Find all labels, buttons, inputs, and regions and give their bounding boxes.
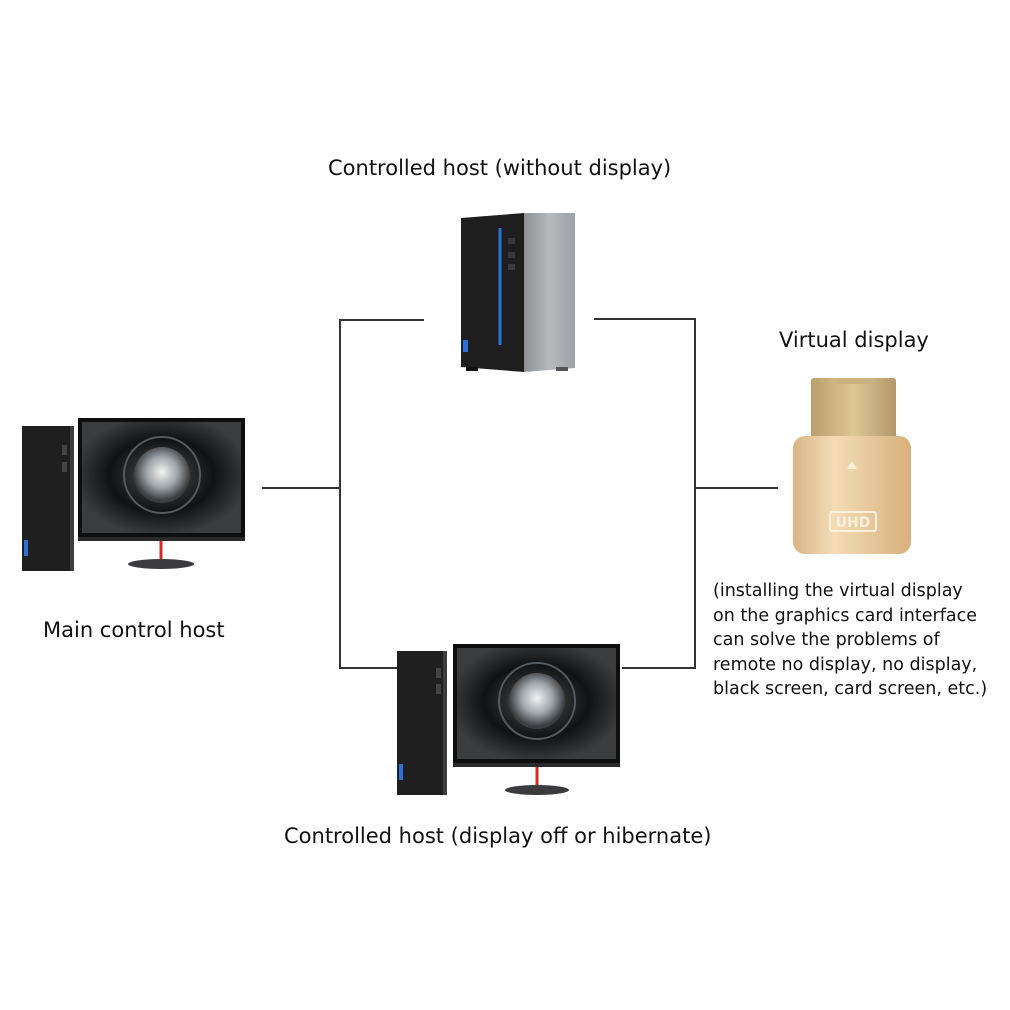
main-control-host-label: Main control host bbox=[43, 618, 225, 642]
hdmi-dummy-plug-icon: UHD bbox=[793, 378, 911, 554]
line-to-top-host-left bbox=[339, 319, 424, 669]
tower-power-led bbox=[463, 340, 468, 352]
note-line: black screen, card screen, etc.) bbox=[713, 679, 988, 699]
plug-connector-ridge bbox=[836, 378, 870, 384]
main-monitor-base bbox=[128, 559, 194, 569]
note-line: remote no display, no display, bbox=[713, 654, 978, 675]
bottom-host-led bbox=[399, 764, 403, 780]
tower-front-port bbox=[508, 264, 515, 270]
controlled-host-no-display-label: Controlled host (without display) bbox=[328, 156, 672, 180]
bottom-host-port bbox=[436, 684, 441, 694]
bottom-host-port bbox=[436, 668, 441, 678]
bottom-monitor-lens bbox=[498, 662, 576, 740]
main-host-tower-edge bbox=[70, 426, 74, 571]
virtual-display-note: (installing the virtual display on the g… bbox=[713, 579, 987, 702]
main-host-led bbox=[24, 540, 28, 556]
plug-body bbox=[793, 436, 911, 554]
bottom-host-tower-edge bbox=[443, 651, 447, 795]
main-control-host bbox=[22, 418, 245, 571]
plug-arrow bbox=[847, 461, 857, 469]
connection-lines bbox=[262, 318, 778, 669]
note-line: (installing the virtual display bbox=[713, 581, 963, 601]
plug-badge bbox=[829, 511, 877, 532]
main-monitor-lens bbox=[134, 447, 190, 503]
tower-front-port bbox=[508, 252, 515, 258]
controlled-host-tower bbox=[461, 213, 575, 372]
plug-badge-text: UHD bbox=[836, 515, 871, 531]
tower-front-port bbox=[508, 238, 515, 244]
bottom-monitor-chin bbox=[453, 763, 620, 767]
controlled-host-hibernate bbox=[397, 644, 620, 795]
plug-connector-tip bbox=[811, 378, 896, 444]
main-monitor-chin bbox=[78, 537, 245, 541]
main-monitor-lens bbox=[123, 436, 201, 514]
line-to-top-host-right bbox=[594, 318, 696, 669]
tower-foot bbox=[556, 367, 568, 371]
virtual-display-label: Virtual display bbox=[779, 328, 929, 352]
controlled-host-hibernate-label: Controlled host (display off or hibernat… bbox=[284, 824, 712, 848]
tower-front-panel bbox=[461, 213, 524, 372]
note-line: on the graphics card interface bbox=[713, 605, 977, 626]
main-host-port bbox=[62, 462, 67, 472]
bottom-monitor-base bbox=[505, 785, 569, 795]
note-line: can solve the problems of bbox=[713, 630, 940, 650]
main-host-port bbox=[62, 445, 67, 455]
bottom-monitor-lens bbox=[509, 673, 565, 729]
tower-foot bbox=[466, 367, 478, 371]
tower-silver-side bbox=[524, 213, 575, 372]
